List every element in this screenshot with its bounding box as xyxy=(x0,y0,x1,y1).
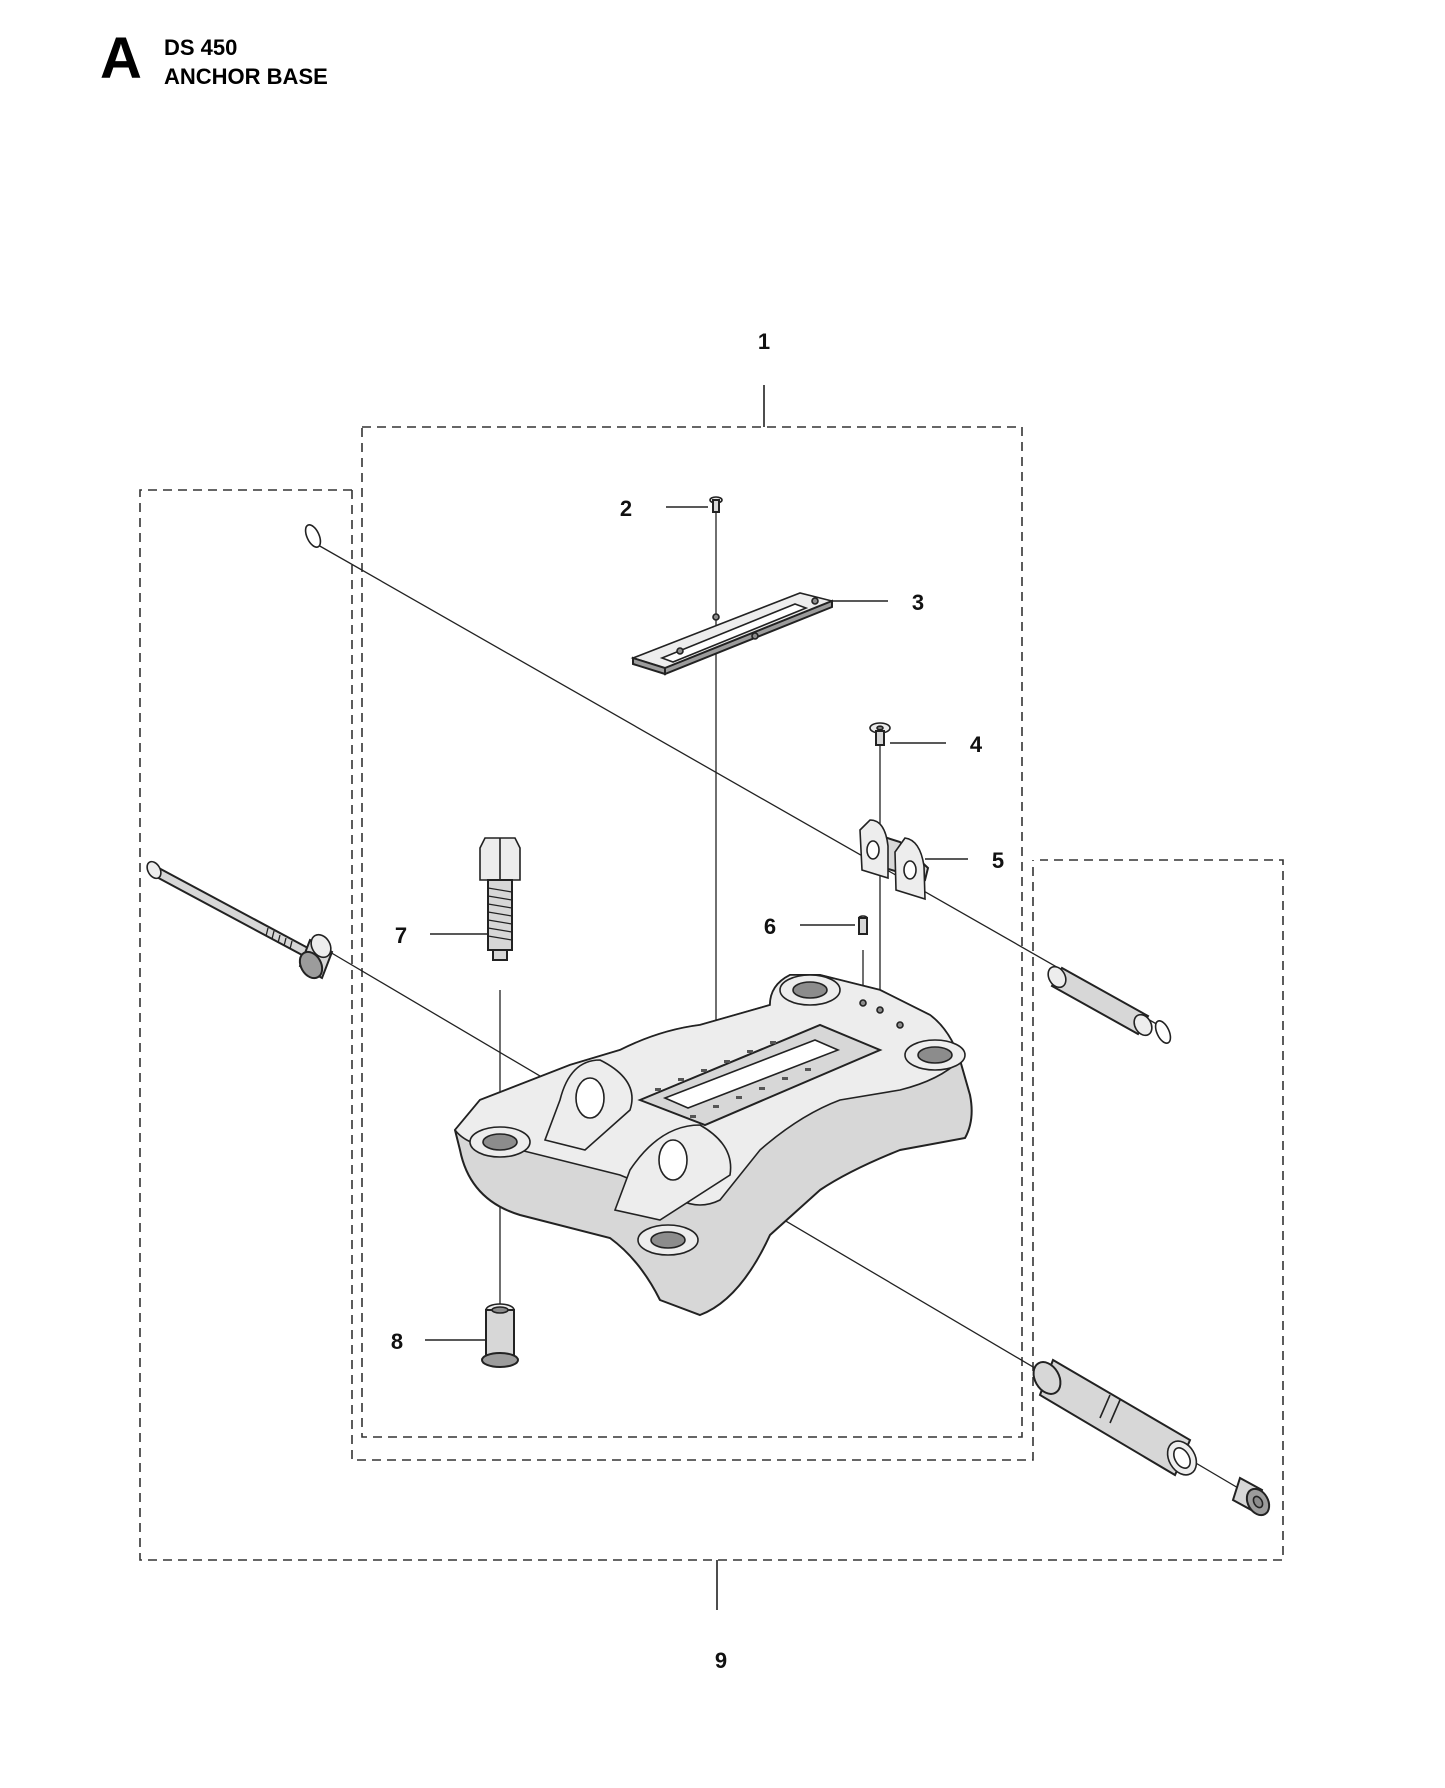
section-letter: A xyxy=(100,26,142,91)
part-5-bracket xyxy=(859,819,930,901)
upper-snap-ring-right xyxy=(1154,1020,1172,1044)
callout-5: 5 xyxy=(992,848,1004,873)
part-2-screw xyxy=(709,496,723,513)
callout-4: 4 xyxy=(970,732,983,757)
base-pin-lugs xyxy=(543,1059,732,1221)
callout-6: 6 xyxy=(764,914,776,939)
lower-pin-sleeve xyxy=(1032,1358,1198,1477)
callout-8: 8 xyxy=(391,1329,403,1354)
group-box-9-inner xyxy=(351,490,1034,1461)
group-box-1 xyxy=(361,426,1023,1438)
callout-7: 7 xyxy=(395,923,407,948)
long-pin xyxy=(146,860,310,958)
part-4-screw xyxy=(869,722,891,746)
part-8-sleeve xyxy=(481,1303,519,1368)
part-3-cover-plate xyxy=(630,592,835,676)
end-cap xyxy=(1231,1476,1271,1517)
callout-1: 1 xyxy=(758,329,770,354)
lower-spacer xyxy=(298,933,334,980)
group-box-9 xyxy=(139,489,1284,1561)
model-name: DS 450 xyxy=(164,35,238,60)
assembly-title: ANCHOR BASE xyxy=(164,64,328,89)
upper-pin-sleeve xyxy=(1047,965,1153,1037)
part-7-hex-bolt xyxy=(479,837,521,961)
callout-3: 3 xyxy=(912,590,924,615)
upper-snap-ring-left xyxy=(304,524,322,548)
upper-pin-axis xyxy=(317,544,1161,1027)
callout-9: 9 xyxy=(715,1648,727,1673)
callout-2: 2 xyxy=(620,496,632,521)
part-6-stud xyxy=(858,915,868,935)
